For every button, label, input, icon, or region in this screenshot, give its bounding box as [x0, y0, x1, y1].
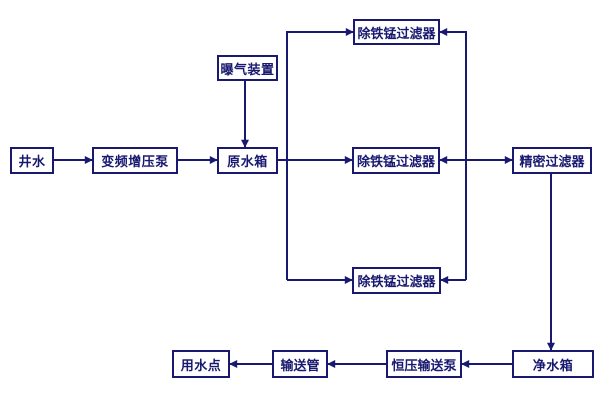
node-precision-filter: 精密过滤器: [512, 147, 592, 174]
node-clean-water-tank: 净水箱: [512, 350, 594, 378]
node-iron-manganese-filter-2: 除铁锰过滤器: [352, 147, 440, 174]
node-well-water: 井水: [10, 147, 54, 174]
node-constant-pressure-pump: 恒压输送泵: [386, 350, 462, 378]
node-aeration-device: 曝气装置: [217, 55, 278, 81]
node-raw-water-tank: 原水箱: [217, 147, 278, 174]
node-iron-manganese-filter-3: 除铁锰过滤器: [352, 267, 441, 294]
edge-collector-line-to-iron-manganese-filter-1: [439, 28, 467, 280]
edge-raw-water-tank-to-iron-manganese-filter-1: [286, 28, 354, 280]
node-iron-manganese-filter-1: 除铁锰过滤器: [353, 19, 440, 45]
node-water-use-point: 用水点: [172, 350, 230, 378]
node-vfd-booster-pump: 变频增压泵: [92, 147, 178, 174]
node-delivery-pipe: 输送管: [272, 350, 328, 378]
